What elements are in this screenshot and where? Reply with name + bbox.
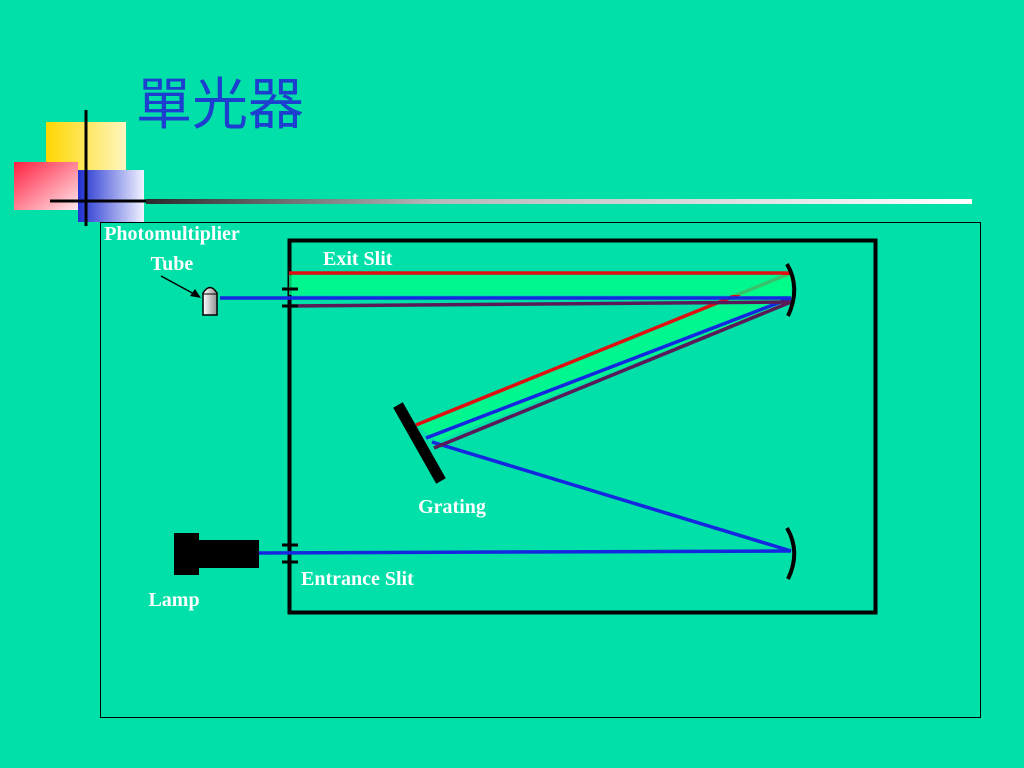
- outer-frame: [100, 222, 981, 718]
- lamp-label: Lamp: [148, 589, 199, 611]
- exit-slit-marks: [282, 287, 298, 308]
- monochromator-housing: [287, 238, 878, 615]
- collimating-mirror: [785, 526, 797, 580]
- collimated-beam: [431, 440, 792, 553]
- photomultiplier-label-line2: Tube: [151, 253, 194, 275]
- grating-element: [393, 402, 446, 484]
- exit-green-band: [289, 275, 791, 295]
- photomultiplier-label-line1: Photomultiplier: [104, 223, 240, 245]
- corner-squares-decoration: [14, 110, 150, 226]
- dispersed-purple-beam: [433, 300, 792, 450]
- exit-purple-beam: [288, 300, 792, 308]
- entrance-slit-marks: [282, 543, 298, 564]
- entrance-beam: [257, 549, 792, 555]
- slide-title: 單光器: [136, 73, 304, 138]
- pmt-pointer-arrow: [160, 275, 201, 298]
- exit-slit-label: Exit Slit: [323, 248, 393, 270]
- spectrum-band: [418, 273, 791, 441]
- focusing-mirror: [785, 262, 797, 317]
- photomultiplier-tube-icon: [202, 286, 218, 316]
- light-beams: [220, 271, 792, 555]
- title-underline: [146, 199, 972, 204]
- dispersed-red-beam: [415, 271, 792, 427]
- lamp-icon: [174, 533, 259, 575]
- dispersed-blue-beam: [425, 296, 792, 440]
- entrance-slit-label: Entrance Slit: [301, 568, 414, 590]
- grating-label: Grating: [418, 496, 486, 518]
